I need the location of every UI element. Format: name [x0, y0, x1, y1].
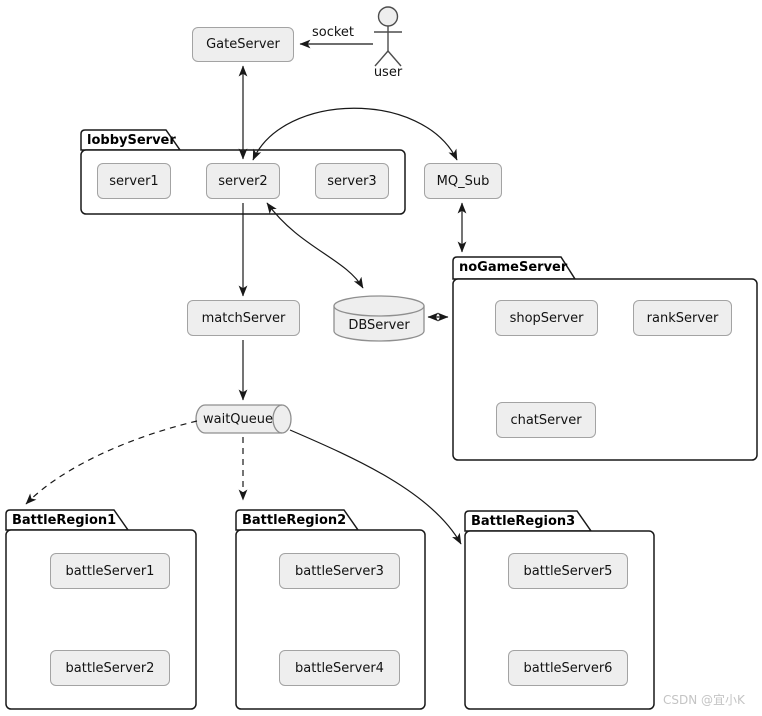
node-matchserver-label: matchServer	[201, 310, 286, 326]
node-battleserver4: battleServer4	[279, 650, 400, 686]
actor-user-icon	[374, 6, 402, 67]
package-battleregion1-title: BattleRegion1	[12, 512, 117, 528]
node-mqsub-label: MQ_Sub	[436, 173, 490, 189]
node-rankserver: rankServer	[633, 300, 732, 336]
queue-shape	[195, 404, 292, 434]
package-nogameserver-tab	[452, 256, 577, 280]
node-gateserver: GateServer	[192, 27, 294, 62]
actor-user-label: user	[373, 64, 403, 80]
database-cylinder	[333, 295, 425, 342]
node-shopserver-label: shopServer	[509, 310, 584, 326]
edge-waitqueue-to-battleregion1	[25, 420, 198, 505]
node-battleserver3: battleServer3	[279, 553, 400, 589]
node-matchserver: matchServer	[187, 300, 300, 336]
node-battleserver6-label: battleServer6	[523, 660, 613, 676]
package-battleregion2-tab	[235, 509, 360, 531]
edge-server2-mqsub-arc	[252, 107, 458, 161]
node-mqsub: MQ_Sub	[424, 163, 502, 199]
package-battleregion3-tab	[464, 510, 593, 532]
node-server1: server1	[97, 163, 171, 199]
node-server2-label: server2	[218, 173, 268, 189]
node-gateserver-label: GateServer	[206, 37, 280, 52]
node-waitqueue-label: waitQueue	[202, 411, 273, 427]
package-nogameserver-title: noGameServer	[459, 259, 568, 275]
node-server3-label: server3	[327, 173, 377, 189]
node-battleserver2-label: battleServer2	[65, 660, 155, 676]
node-server3: server3	[315, 163, 389, 199]
node-battleserver3-label: battleServer3	[295, 563, 384, 579]
node-chatserver-label: chatServer	[510, 412, 582, 428]
package-lobbyserver-title: lobbyServer	[87, 132, 176, 148]
edge-socket-label: socket	[311, 24, 355, 40]
package-lobbyserver-tab	[80, 129, 182, 151]
node-server1-label: server1	[109, 173, 159, 189]
node-battleserver2: battleServer2	[50, 650, 170, 686]
node-battleserver5: battleServer5	[508, 553, 628, 589]
edge-waitqueue-to-battleregion3	[289, 429, 462, 545]
package-battleregion2-title: BattleRegion2	[242, 512, 347, 528]
node-server2: server2	[206, 163, 280, 199]
node-rankserver-label: rankServer	[646, 310, 719, 326]
node-battleserver4-label: battleServer4	[295, 660, 384, 676]
node-dbserver-label: DBServer	[348, 317, 410, 333]
package-battleregion3-title: BattleRegion3	[471, 513, 576, 529]
package-battleregion1-tab	[5, 509, 130, 531]
node-battleserver1-label: battleServer1	[65, 563, 155, 579]
node-battleserver6: battleServer6	[508, 650, 628, 686]
node-chatserver: chatServer	[496, 402, 596, 438]
node-battleserver5-label: battleServer5	[523, 563, 613, 579]
edge-server2-dbserver-arc	[266, 202, 364, 289]
node-battleserver1: battleServer1	[50, 553, 170, 589]
watermark-text: CSDN @宜小K	[663, 693, 745, 707]
node-shopserver: shopServer	[495, 300, 598, 336]
